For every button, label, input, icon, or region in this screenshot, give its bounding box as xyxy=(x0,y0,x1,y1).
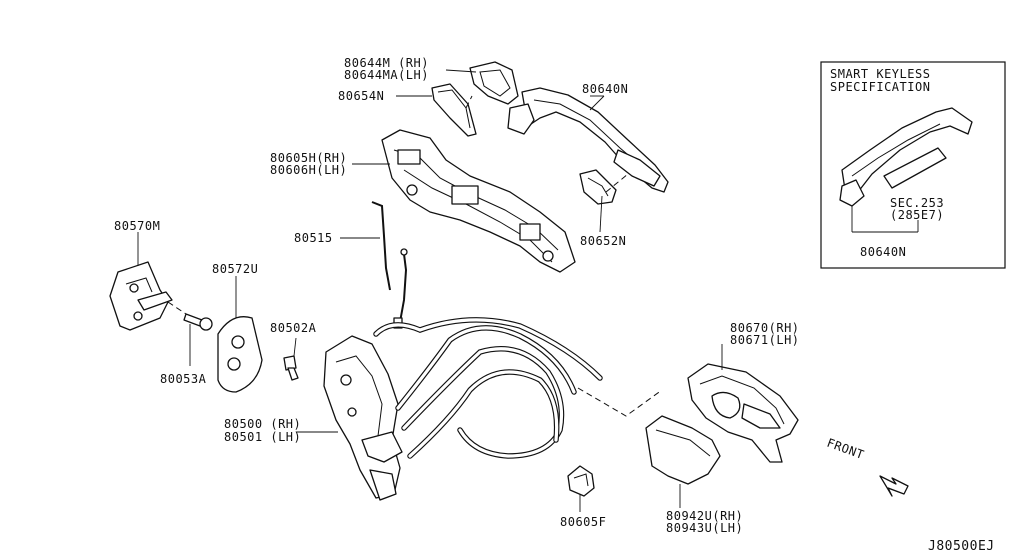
label-80671: 80671(LH) xyxy=(730,333,800,347)
front-arrow-icon xyxy=(879,475,909,497)
label-80605h: 80605H(RH) xyxy=(270,151,347,165)
label-80670: 80670(RH) xyxy=(730,321,800,335)
diagram-code: J80500EJ xyxy=(928,539,995,554)
rod-80515 xyxy=(371,201,408,329)
inset-sec-line-1: SEC.253 xyxy=(890,196,944,210)
label-80606h: 80606H(LH) xyxy=(270,163,347,177)
label-80572u: 80572U xyxy=(212,262,258,276)
escutcheon-80644m xyxy=(469,61,519,105)
inset-sensor-285e7 xyxy=(883,147,947,189)
door-cables xyxy=(373,317,603,459)
label-80654n: 80654N xyxy=(338,89,384,103)
label-80502a: 80502A xyxy=(270,321,317,335)
escutcheon-80942u xyxy=(645,415,721,485)
link-line-cable xyxy=(577,387,663,417)
inset-title-line-2: SPECIFICATION xyxy=(830,80,930,94)
screw-80053a xyxy=(183,313,213,331)
striker-80570m xyxy=(109,261,173,331)
link-line-bracket xyxy=(605,173,629,193)
label-80644m: 80644M (RH) xyxy=(344,56,429,70)
front-label: FRONT xyxy=(825,436,866,462)
label-80515: 80515 xyxy=(294,231,333,245)
label-80640n: 80640N xyxy=(582,82,628,96)
inset-handle-80640n xyxy=(841,107,973,197)
label-80500: 80500 (RH) xyxy=(224,417,301,431)
label-80605f: 80605F xyxy=(560,515,606,529)
label-80652n: 80652N xyxy=(580,234,626,248)
gasket-80654n xyxy=(431,83,477,137)
leader-lines xyxy=(137,69,723,512)
inside-handle-80670 xyxy=(687,363,799,463)
gasket-80652n xyxy=(579,169,617,205)
label-80942u: 80942U(RH) xyxy=(666,509,743,523)
outside-handle-80640n xyxy=(507,87,669,193)
label-80570m: 80570M xyxy=(114,219,160,233)
label-80053a: 80053A xyxy=(160,372,207,386)
smart-keyless-inset: SMART KEYLESS SPECIFICATION SEC.253 (285… xyxy=(820,61,1006,269)
link-line-screw xyxy=(167,301,187,315)
label-80943u: 80943U(LH) xyxy=(666,521,743,535)
door-lock-actuator-80500 xyxy=(323,335,403,501)
handle-bracket-80605h xyxy=(381,129,576,273)
screw-80502a xyxy=(283,355,299,381)
label-80501: 80501 (LH) xyxy=(224,430,301,444)
inset-sec-line-2: (285E7) xyxy=(890,208,944,222)
front-indicator: FRONT xyxy=(825,436,909,497)
link-line-bezel xyxy=(465,95,473,109)
clip-80605f xyxy=(567,465,595,497)
shim-80572u xyxy=(217,316,263,393)
inset-title-line-1: SMART KEYLESS xyxy=(830,67,930,81)
label-80644ma: 80644MA(LH) xyxy=(344,68,429,82)
inset-part-label: 80640N xyxy=(860,245,906,259)
